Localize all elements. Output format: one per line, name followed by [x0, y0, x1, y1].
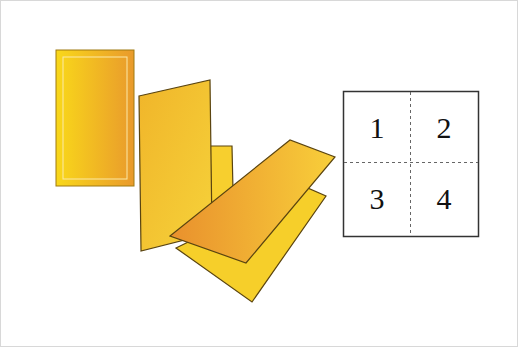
page-number: 2 — [437, 113, 452, 143]
booklet-border — [63, 57, 127, 179]
fold-line — [410, 92, 411, 236]
page-number: 4 — [437, 184, 452, 214]
page-grid — [344, 92, 479, 237]
lying-sheet — [170, 140, 335, 263]
page-number: 1 — [370, 113, 385, 143]
fold-line — [344, 162, 478, 163]
page-number: 3 — [370, 184, 385, 214]
closed-booklet — [56, 50, 134, 186]
